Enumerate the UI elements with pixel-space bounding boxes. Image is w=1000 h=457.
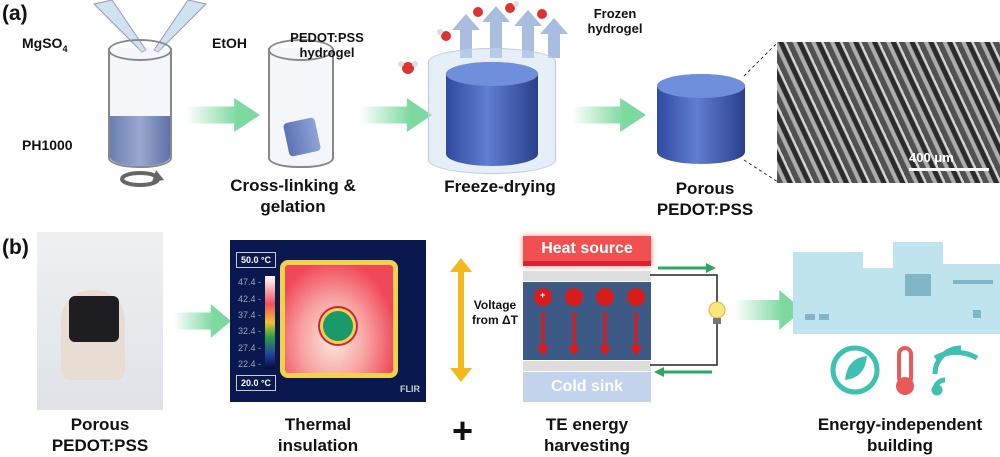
- ph1000-label: PH1000: [22, 137, 73, 153]
- process-arrow: [572, 98, 646, 132]
- thermal-hole: [320, 308, 356, 344]
- process-arrow: [360, 98, 432, 132]
- porous-cylinder: [657, 74, 745, 164]
- flir-logo: FLIR: [400, 384, 420, 394]
- porous-sample: [69, 296, 119, 342]
- scale-bar-label: 400 μm: [909, 150, 954, 165]
- water-vapor-icon: [437, 1, 568, 58]
- voltage-double-arrow-icon: [450, 258, 472, 382]
- leaf-plug-icon: [830, 345, 880, 395]
- charge-carriers: [534, 288, 645, 356]
- step-crosslinking-caption: Cross-linking & gelation: [230, 176, 356, 216]
- scale-tick: 22.4 -: [238, 359, 262, 369]
- scale-tick: 42.4 -: [238, 294, 262, 304]
- plus-sign: +: [452, 410, 474, 451]
- beaker-hydrogel: [268, 39, 334, 168]
- frozen-hydrogel-cylinder: [446, 62, 538, 166]
- bottom-electrode: [523, 361, 651, 371]
- step-porous-caption: Porous PEDOT:PSS: [656, 179, 754, 219]
- scale-tick: 37.4 -: [238, 310, 262, 320]
- max-temp: 50.0 °C: [236, 252, 276, 268]
- cold-sink: Cold sink: [523, 372, 651, 402]
- step-freezedrying-caption: Freeze-drying: [444, 177, 556, 196]
- water-molecule-icon: [398, 61, 418, 74]
- sample-photo: [37, 232, 163, 410]
- scale-bar: [909, 168, 989, 171]
- thermal-caption: Thermal insulation: [277, 415, 359, 455]
- thermal-image: 50.0 °C 20.0 °C 47.4 - 42.4 - 37.4 - 32.…: [230, 240, 426, 402]
- te-material: +: [523, 282, 651, 360]
- hydrogel-label: PEDOT:PSS hydrogel: [290, 30, 364, 60]
- carrier-label: +: [540, 290, 546, 300]
- beaker-ph1000: [108, 39, 172, 168]
- heat-source: Heat source: [523, 236, 651, 266]
- thermometer-icon: [896, 346, 914, 395]
- scale-tick: 47.4 -: [238, 277, 262, 287]
- circuit: [650, 263, 726, 377]
- frozen-hydrogel-label: Frozen hydrogel: [587, 6, 643, 36]
- panel-a-label: (a): [2, 2, 28, 25]
- te-caption: TE energy harvesting: [544, 415, 630, 455]
- building-caption: Energy-independent building: [817, 415, 983, 455]
- mgso4-label: MgSO4: [22, 35, 68, 54]
- sem-image: 400 μm: [777, 42, 1000, 183]
- zoom-lines: [743, 41, 779, 183]
- building-illustration: [793, 242, 1000, 396]
- light-bulb-icon: [708, 301, 726, 319]
- voltage-label: Voltage from ΔT: [472, 298, 518, 327]
- rotation-arrow-icon: [120, 170, 164, 187]
- scale-tick: 27.4 -: [238, 343, 262, 353]
- process-arrow: [173, 304, 231, 338]
- process-arrow: [186, 98, 260, 132]
- etoh-label: EtOH: [212, 35, 247, 51]
- min-temp: 20.0 °C: [236, 375, 276, 391]
- photo-caption: Porous PEDOT:PSS: [51, 415, 149, 455]
- wifi-icon: [931, 345, 979, 396]
- scale-tick: 32.4 -: [238, 326, 262, 336]
- color-scale: [265, 276, 275, 369]
- top-electrode: [523, 271, 651, 281]
- panel-b-label: (b): [2, 236, 29, 259]
